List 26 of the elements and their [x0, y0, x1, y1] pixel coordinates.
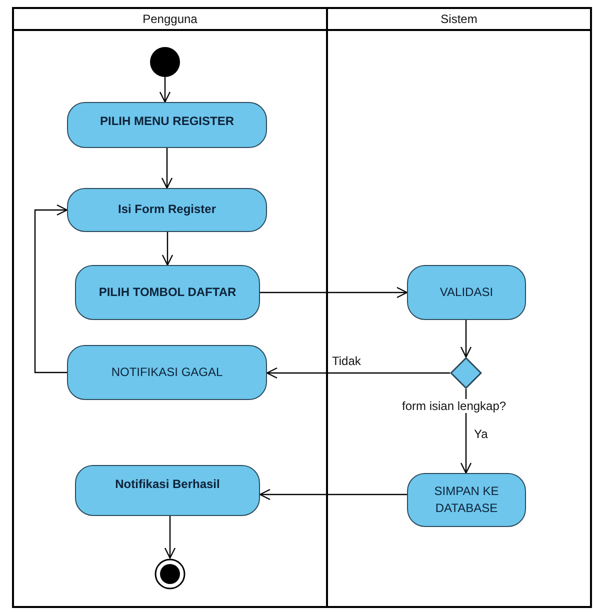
swimlane — [12, 7, 328, 608]
action-box: VALIDASI — [407, 265, 526, 320]
action-box: Isi Form Register — [67, 188, 267, 232]
action-box: SIMPAN KE DATABASE — [407, 473, 526, 527]
decision-diamond — [450, 357, 482, 389]
action-box: NOTIFIKASI GAGAL — [67, 345, 267, 400]
arrow — [34, 204, 68, 374]
arrow — [162, 232, 174, 266]
arrow — [266, 367, 450, 379]
final-node — [154, 558, 186, 590]
arrow — [460, 320, 472, 358]
lane-header: Sistem — [328, 9, 590, 31]
initial-node — [150, 47, 180, 77]
arrow — [161, 148, 173, 189]
arrow — [259, 488, 407, 500]
arrow — [260, 286, 408, 298]
edge-label: Tidak — [332, 354, 361, 368]
arrow — [164, 516, 176, 559]
guard-label: form isian lengkap? — [402, 399, 506, 413]
action-box: PILIH TOMBOL DAFTAR — [75, 265, 260, 320]
swimlane — [326, 7, 592, 608]
action-box: Notifikasi Berhasil — [75, 465, 260, 516]
arrow — [159, 77, 171, 103]
action-box: PILIH MENU REGISTER — [67, 102, 267, 148]
edge-label: Ya — [474, 427, 488, 441]
lane-header: Pengguna — [14, 9, 326, 31]
